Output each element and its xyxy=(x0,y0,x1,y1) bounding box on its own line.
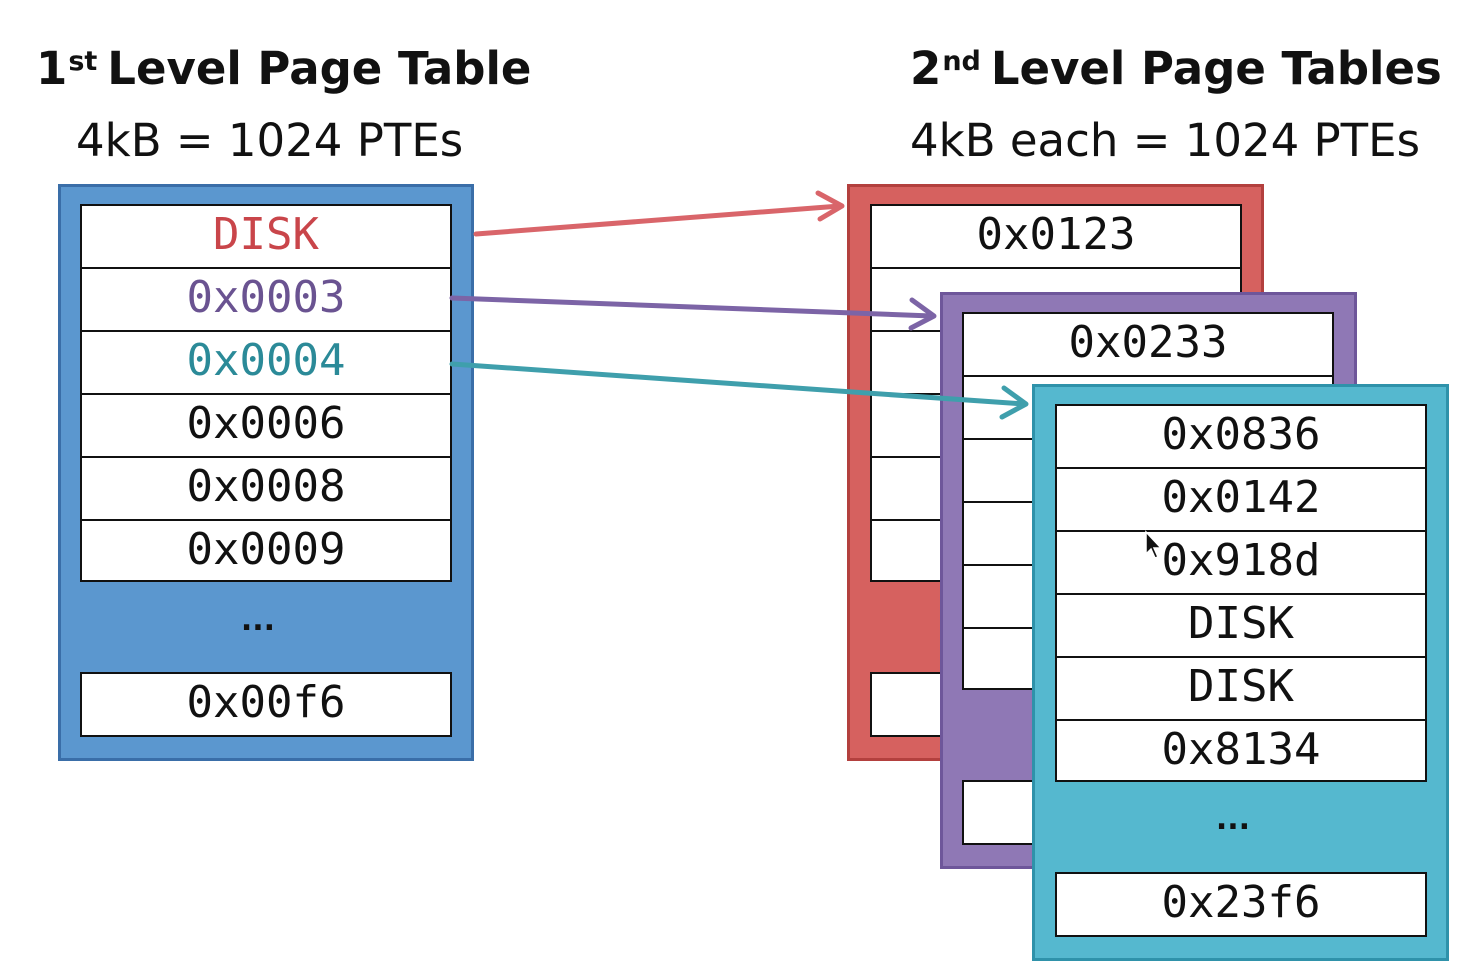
arrow-0x0003-to-purple-table xyxy=(449,295,937,331)
first-level-title-suffix: st xyxy=(68,46,98,77)
first-level-subtitle: 4kB = 1024 PTEs xyxy=(76,114,464,167)
mouse-cursor-icon xyxy=(1145,530,1163,559)
teal-table-ellipsis: ... xyxy=(1215,802,1251,837)
teal-table-entry-0x0836: 0x0836 xyxy=(1055,404,1427,469)
purple-table-entry-0x0233: 0x0233 xyxy=(962,312,1334,377)
second-level-subtitle: 4kB each = 1024 PTEs xyxy=(910,114,1421,167)
teal-table-entry-0x23f6: 0x23f6 xyxy=(1055,872,1427,937)
first-level-title-text: Level Page Table xyxy=(107,42,532,95)
arrow-0x0004-to-teal-table xyxy=(449,361,1029,420)
second-level-title-number: 2 xyxy=(910,42,942,95)
first-level-ellipsis: ... xyxy=(240,603,276,638)
first-level-entry-0x0003: 0x0003 xyxy=(80,267,452,332)
teal-table-entry-0x8134: 0x8134 xyxy=(1055,719,1427,782)
red-table-entry-0x0123: 0x0123 xyxy=(870,204,1242,269)
first-level-entry-0x0008: 0x0008 xyxy=(80,456,452,521)
first-level-entry-0x00f6: 0x00f6 xyxy=(80,672,452,737)
first-level-entry-disk: DISK xyxy=(80,204,452,269)
first-level-entry-0x0009: 0x0009 xyxy=(80,519,452,582)
teal-table-entry-0x918d: 0x918d xyxy=(1055,530,1427,595)
second-level-title-text: Level Page Tables xyxy=(990,42,1442,95)
first-level-title-number: 1 xyxy=(36,42,68,95)
first-level-entry-0x0006: 0x0006 xyxy=(80,393,452,458)
teal-table-entry-0x0142: 0x0142 xyxy=(1055,467,1427,532)
arrow-disk-to-red-table xyxy=(473,190,845,237)
teal-table-entry-disk: DISK xyxy=(1055,593,1427,658)
second-level-title-suffix: nd xyxy=(942,46,981,77)
